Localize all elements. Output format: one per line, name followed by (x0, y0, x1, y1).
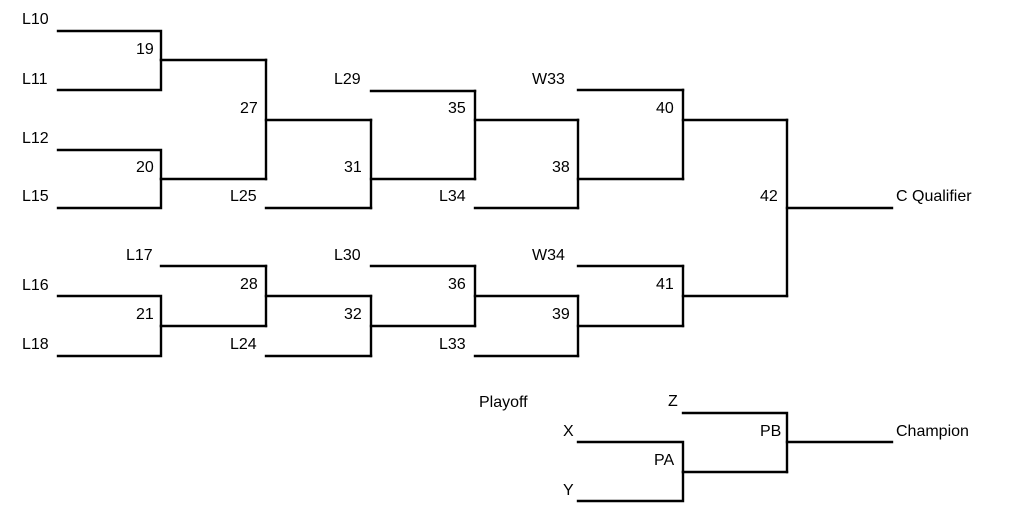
line-l18 (56, 324, 163, 358)
label-w34: W34 (532, 247, 565, 264)
line-l12 (56, 148, 163, 181)
game-42: 42 (760, 188, 778, 205)
label-l17: L17 (126, 247, 153, 264)
game-pa: PA (654, 452, 674, 469)
label-l24: L24 (230, 336, 257, 353)
game-27: 27 (240, 100, 258, 117)
label-l18: L18 (22, 336, 49, 353)
game-39: 39 (552, 306, 570, 323)
label-l34: L34 (439, 188, 466, 205)
label-l11: L11 (22, 71, 48, 88)
game-pb: PB (760, 423, 781, 440)
label-y: Y (563, 482, 574, 499)
label-x: X (563, 423, 574, 440)
label-l15: L15 (22, 188, 49, 205)
line-l16 (56, 294, 163, 328)
line-l10 (56, 29, 163, 62)
game-19: 19 (136, 41, 154, 58)
game-21: 21 (136, 306, 154, 323)
label-z: Z (668, 393, 678, 410)
label-playoff: Playoff (479, 394, 528, 411)
label-l30: L30 (334, 247, 361, 264)
line-x (576, 440, 685, 474)
game-28: 28 (240, 276, 258, 293)
label-w33: W33 (532, 71, 565, 88)
label-l16: L16 (22, 277, 49, 294)
label-l33: L33 (439, 336, 466, 353)
game-38: 38 (552, 159, 570, 176)
label-c-qualifier: C Qualifier (896, 188, 972, 205)
game-31: 31 (344, 159, 362, 176)
game-40: 40 (656, 100, 674, 117)
game-32: 32 (344, 306, 362, 323)
label-l10: L10 (22, 11, 49, 28)
game-20: 20 (136, 159, 154, 176)
label-l12: L12 (22, 130, 49, 147)
game-36: 36 (448, 276, 466, 293)
label-l25: L25 (230, 188, 257, 205)
line-l11 (56, 58, 163, 92)
label-l29: L29 (334, 71, 361, 88)
game-41: 41 (656, 276, 674, 293)
game-35: 35 (448, 100, 466, 117)
label-champion: Champion (896, 423, 969, 440)
line-l15 (56, 177, 163, 210)
line-y (576, 470, 685, 503)
line-z (681, 411, 789, 474)
